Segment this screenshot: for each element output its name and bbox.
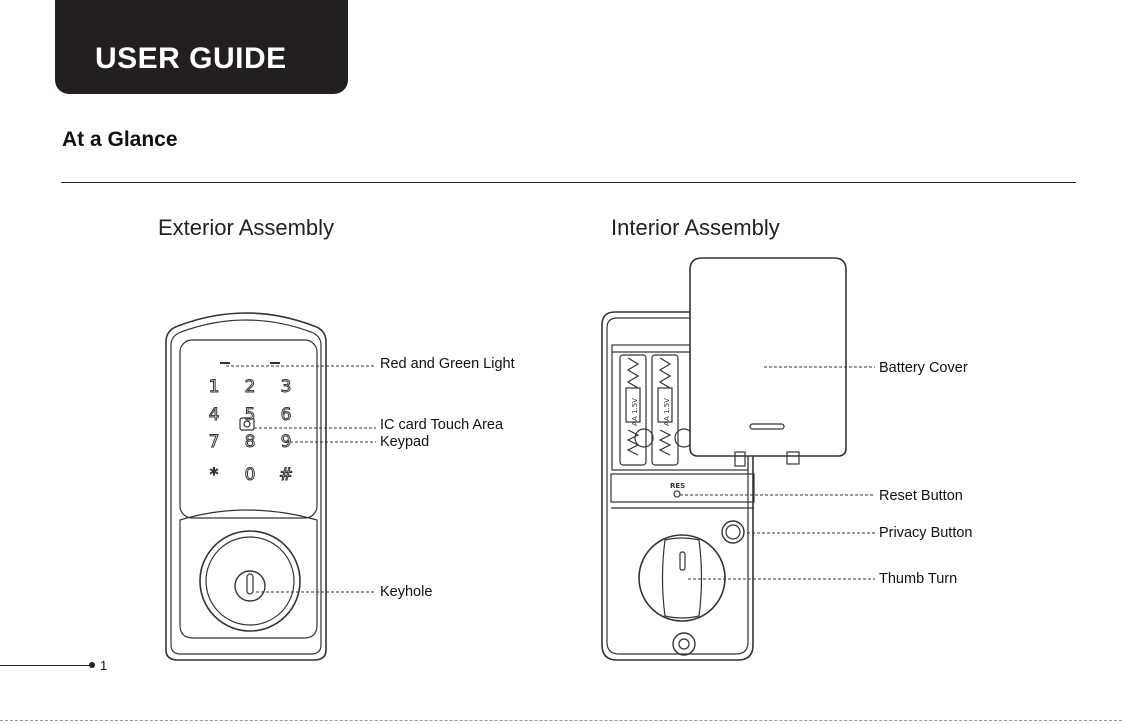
callout-keyhole: Keyhole [380, 584, 432, 600]
keypad-digits: 1 2 3 4 5 6 7 8 9 * 0 # [209, 377, 294, 485]
page-number: 1 [100, 658, 107, 673]
callout-ic-card: IC card Touch Area [380, 417, 503, 433]
battery-label-1: AA 1.5V [631, 398, 639, 426]
key-4[interactable]: 4 [209, 405, 220, 425]
exterior-lock [166, 313, 326, 660]
key-7[interactable]: 7 [209, 432, 220, 452]
callout-reset-button: Reset Button [879, 488, 963, 504]
callout-thumb-turn: Thumb Turn [879, 571, 957, 587]
callout-privacy-button: Privacy Button [879, 525, 973, 541]
key-0[interactable]: 0 [245, 465, 256, 485]
page-number-dot [89, 662, 95, 668]
key-6[interactable]: 6 [281, 405, 292, 425]
key-hash[interactable]: # [279, 465, 293, 485]
key-3[interactable]: 3 [281, 377, 292, 397]
key-8[interactable]: 8 [245, 432, 256, 452]
callout-light: Red and Green Light [380, 356, 515, 372]
battery-label-2: AA 1.5V [663, 398, 671, 426]
res-label: RES [670, 482, 685, 490]
key-9[interactable]: 9 [281, 432, 292, 452]
key-2[interactable]: 2 [245, 377, 256, 397]
callout-keypad: Keypad [380, 434, 429, 450]
key-5[interactable]: 5 [245, 405, 256, 425]
battery-cover[interactable] [690, 258, 846, 466]
page-number-line [0, 665, 90, 666]
key-star[interactable]: * [210, 465, 219, 485]
callout-battery-cover: Battery Cover [879, 360, 968, 376]
bottom-border [0, 720, 1122, 721]
key-1[interactable]: 1 [209, 377, 220, 397]
